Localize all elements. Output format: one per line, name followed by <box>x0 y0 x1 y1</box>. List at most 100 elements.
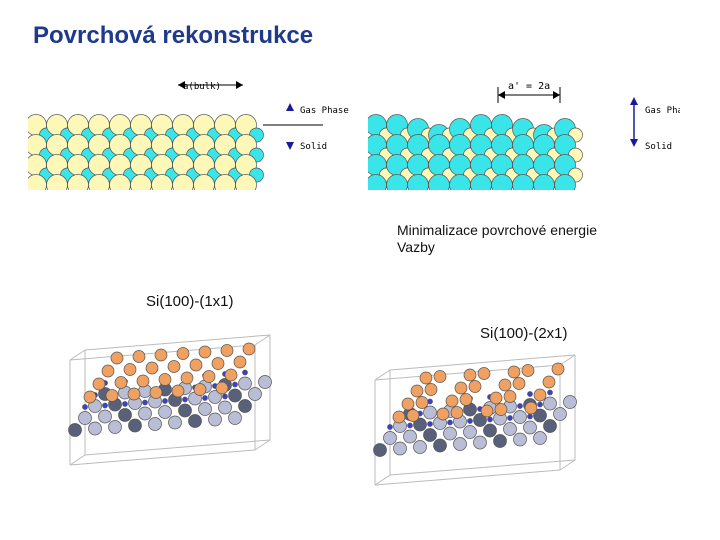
bulk-surface-figure: a(bulk) Gas Phase Solid <box>28 81 349 190</box>
bond-atom <box>387 424 393 430</box>
bond-atom <box>142 399 148 406</box>
substrate-atom <box>238 399 252 413</box>
recon-gas-arrow-icon <box>630 97 638 105</box>
substrate-atom <box>433 438 447 453</box>
surface-atom <box>551 362 565 376</box>
substrate-atom <box>423 428 437 442</box>
surface-atom <box>215 381 229 395</box>
bond-atom <box>82 404 88 410</box>
surface-atom <box>224 368 238 382</box>
bond-atom <box>527 391 533 397</box>
substrate-atom <box>128 418 142 433</box>
substrate-atom <box>523 420 537 435</box>
substrate-atom <box>413 440 427 454</box>
bulk-solid-label: Solid <box>300 142 327 152</box>
substrate-atom <box>413 417 427 432</box>
bulk-atom <box>235 174 257 190</box>
surface-atom <box>114 376 128 389</box>
surface-atom <box>132 350 146 363</box>
substrate-atom <box>533 408 547 423</box>
substrate-atom <box>553 407 567 421</box>
substrate-atom <box>228 411 242 425</box>
solid-arrow-icon <box>286 142 294 150</box>
substrate-atom <box>178 403 192 418</box>
surface-atom <box>392 410 406 424</box>
reconstructed-atom-grid <box>368 114 583 190</box>
bond-atom <box>182 396 188 403</box>
surface-atom <box>542 375 556 389</box>
surface-atom <box>454 381 468 395</box>
surface-atom <box>105 389 119 402</box>
surface-atom <box>242 342 256 356</box>
bond-atom <box>467 418 473 424</box>
surface-atom <box>524 401 538 415</box>
lattice-arrow-right-icon <box>236 81 243 89</box>
surface-atom <box>211 357 225 370</box>
substrate-atom <box>513 410 527 424</box>
substrate-atom <box>493 434 507 448</box>
surface-atom <box>463 368 477 382</box>
lattice-arrow-left-icon <box>178 81 185 89</box>
substrate-atom <box>393 441 407 456</box>
surface-atom <box>198 345 212 359</box>
bond-atom <box>487 416 493 423</box>
substrate-atom <box>208 390 222 404</box>
surface-atom <box>450 406 464 419</box>
bond-atom <box>232 381 238 388</box>
model-atoms <box>68 342 272 437</box>
surface-atom <box>521 364 535 377</box>
substrate-atom <box>533 431 547 445</box>
bond-atom <box>547 389 553 396</box>
bond-atom <box>102 402 108 409</box>
recon-lattice-label: a' = 2a <box>508 81 550 92</box>
substrate-atom <box>543 396 557 411</box>
surface-atom <box>445 394 459 408</box>
surface-atom <box>480 404 494 418</box>
surface-atom <box>406 409 420 422</box>
substrate-atom <box>443 426 457 441</box>
surface-atom <box>83 390 97 404</box>
surface-atom <box>158 373 172 386</box>
bond-atom <box>242 369 248 376</box>
surface-atom <box>468 380 482 393</box>
substrate-atom <box>148 417 162 431</box>
surface-atom <box>110 351 124 365</box>
surface-atom <box>180 371 194 385</box>
recon-gas-label: Gas Phase <box>645 106 680 116</box>
recon-atom <box>554 174 576 190</box>
bond-atom <box>222 393 228 400</box>
slide-title: Povrchová rekonstrukce <box>33 22 314 49</box>
surface-atom <box>154 348 168 362</box>
surface-atom <box>92 377 106 391</box>
substrate-atom <box>513 432 527 447</box>
substrate-atom <box>228 388 242 403</box>
substrate-atom <box>238 376 252 391</box>
surface-atom <box>189 358 203 372</box>
substrate-atom <box>88 421 102 436</box>
surface-atom <box>503 390 517 403</box>
surface-atom <box>410 384 424 398</box>
si100-2x1-model <box>373 354 577 486</box>
surface-atom <box>494 403 508 416</box>
bond-atom <box>202 395 208 401</box>
substrate-atom <box>168 415 182 430</box>
substrate-atom <box>473 413 487 427</box>
bulk-lattice-label: a(bulk) <box>183 82 221 92</box>
substrate-atom <box>188 414 202 428</box>
substrate-atom <box>258 375 272 389</box>
surface-atom <box>498 378 512 392</box>
substrate-atom <box>483 423 497 438</box>
surface-atom <box>101 364 115 378</box>
bulk-atom-grid <box>28 114 264 190</box>
substrate-atom <box>108 420 122 434</box>
substrate-atom <box>543 419 557 433</box>
substrate-atom <box>453 437 467 451</box>
bond-atom <box>507 415 513 421</box>
substrate-atom <box>463 425 477 439</box>
recon-solid-arrow-icon <box>630 139 638 147</box>
caption-bonds: Vazby <box>397 239 435 255</box>
surface-atom <box>512 377 526 390</box>
bond-atom <box>517 403 523 409</box>
bond-atom <box>162 398 168 404</box>
substrate-atom <box>138 406 152 421</box>
